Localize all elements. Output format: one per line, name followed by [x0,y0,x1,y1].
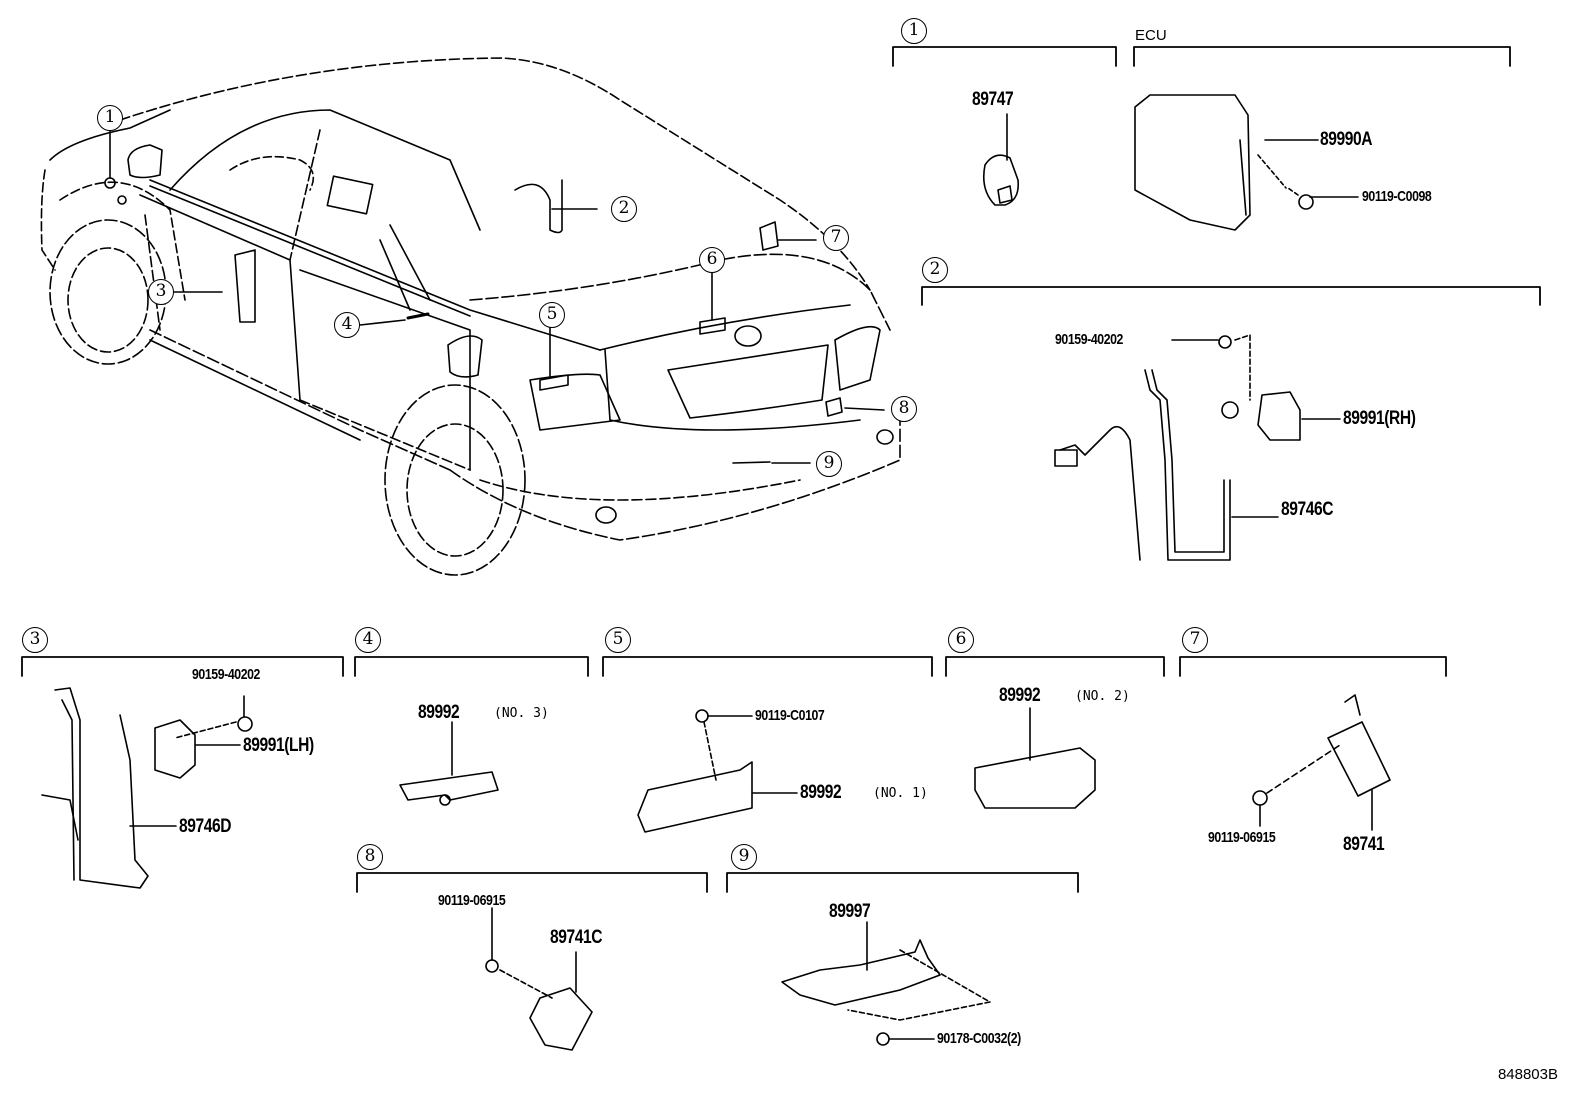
vehicle-callout-3[interactable]: 3 [148,279,174,305]
part-note-no1: (NO. 1) [873,786,928,801]
group-header-3: 3 [22,627,48,653]
group-header-6: 6 [948,627,974,653]
part-number-90119-06915-g7[interactable]: 90119-06915 [1208,829,1276,846]
vehicle-callout-4[interactable]: 4 [334,312,360,338]
vehicle-callout-9[interactable]: 9 [816,451,842,477]
vehicle-callout-8[interactable]: 8 [891,396,917,422]
vehicle-callout-1[interactable]: 1 [97,105,123,131]
part-number-90178-C0032[interactable]: 90178-C0032(2) [937,1030,1021,1047]
group-header-7: 7 [1182,627,1208,653]
part-number-89990A[interactable]: 89990A [1320,129,1373,150]
vehicle-illustration [40,57,901,576]
part-number-90119-C0098[interactable]: 90119-C0098 [1362,188,1432,205]
group-header-9: 9 [731,844,757,870]
part-drawings [41,94,1391,1051]
group-header-1: 1 [901,18,927,44]
part-number-89991-lh[interactable]: 89991(LH) [243,735,314,756]
part-number-89992-no2[interactable]: 89992 [999,685,1041,706]
group-header-8: 8 [357,844,383,870]
part-number-90159-40202-rh[interactable]: 90159-40202 [1055,331,1123,348]
part-number-90159-40202-lh[interactable]: 90159-40202 [192,666,260,683]
part-number-89741C[interactable]: 89741C [550,927,603,948]
part-number-89997[interactable]: 89997 [829,901,871,922]
group-brackets [21,46,1541,893]
vehicle-callout-2[interactable]: 2 [611,196,637,222]
part-note-no2: (NO. 2) [1075,689,1130,704]
group-header-ecu: ECU [1135,27,1167,44]
vehicle-callout-7[interactable]: 7 [823,225,849,251]
part-number-90119-C0107[interactable]: 90119-C0107 [755,707,825,724]
vehicle-callout-5[interactable]: 5 [539,302,565,328]
part-note-no3: (NO. 3) [494,706,549,721]
part-number-89746D[interactable]: 89746D [179,816,232,837]
part-number-89991-rh[interactable]: 89991(RH) [1343,408,1416,429]
part-number-89992-no3[interactable]: 89992 [418,702,460,723]
part-number-89747[interactable]: 89747 [972,89,1014,110]
group-header-2: 2 [922,257,948,283]
vehicle-callout-6[interactable]: 6 [699,247,725,273]
group-header-5: 5 [605,627,631,653]
drawing-code: 848803B [1497,1066,1558,1083]
part-number-89746C[interactable]: 89746C [1281,499,1334,520]
part-number-89992-no1[interactable]: 89992 [800,782,842,803]
part-number-90119-06915-g8[interactable]: 90119-06915 [438,892,506,909]
group-header-4: 4 [355,627,381,653]
part-number-89741[interactable]: 89741 [1343,834,1385,855]
